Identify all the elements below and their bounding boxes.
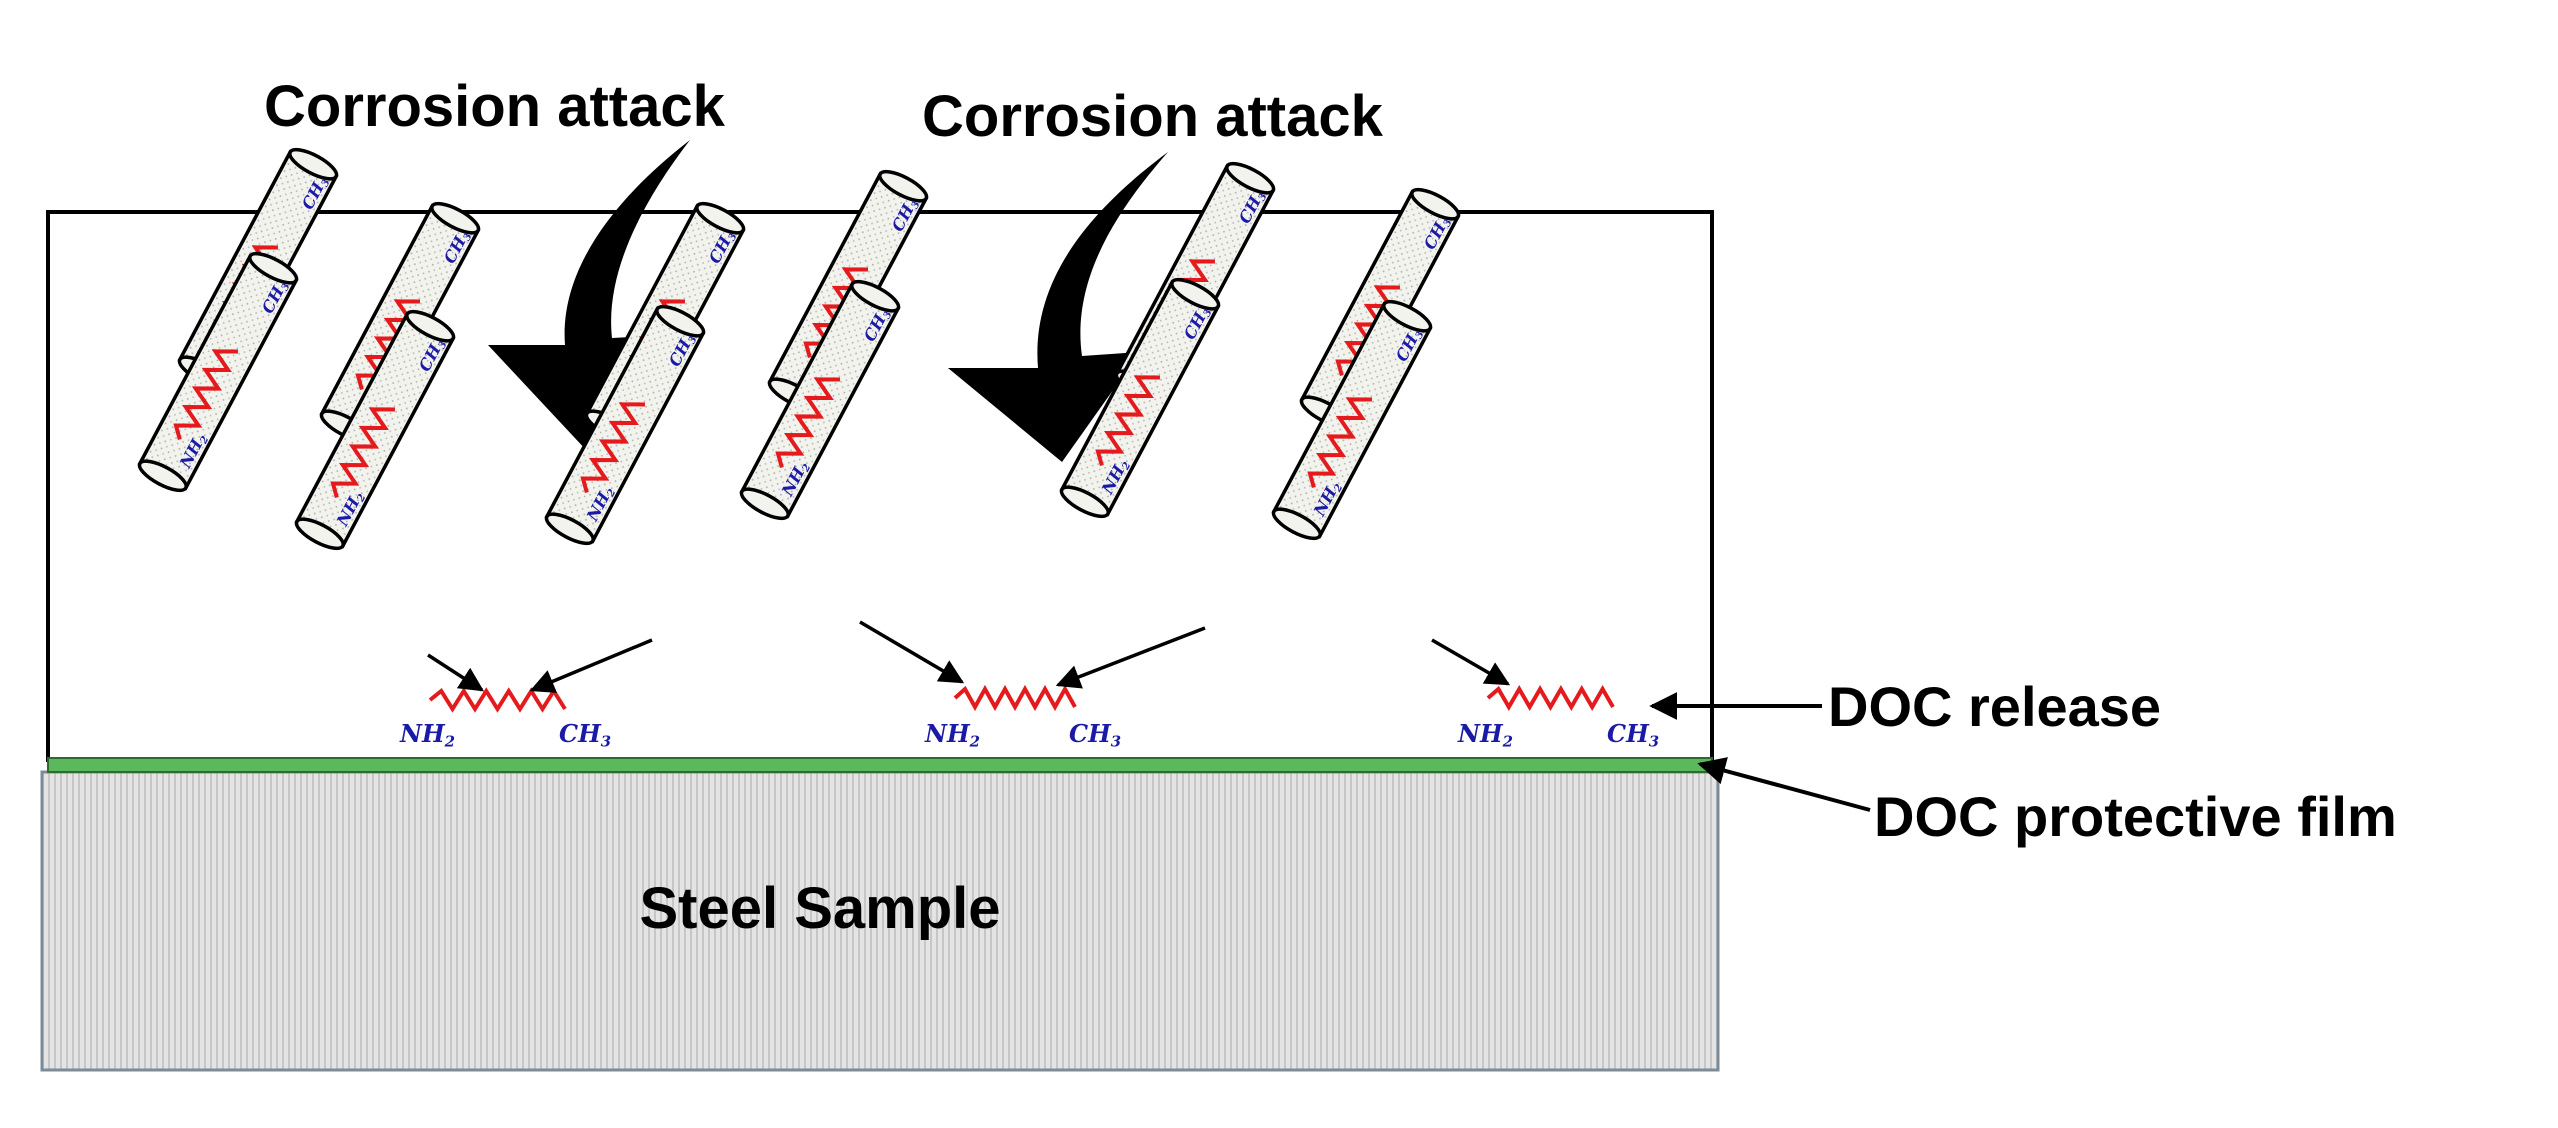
amine-group-label: NH2 <box>924 719 980 750</box>
molecule-chain <box>1486 685 1615 711</box>
corrosion-attack-label-right: Corrosion attack <box>922 84 1384 149</box>
methyl-group-label: CH3 <box>559 719 611 750</box>
doc-release-label: DOC release <box>1828 675 2161 738</box>
released-doc-molecule: NH2 CH3 <box>399 687 611 750</box>
inhibitor-chain <box>580 402 645 494</box>
inhibitor-chain <box>173 349 238 441</box>
molecule-chain <box>953 684 1077 712</box>
corrosion-attack-arrow-right <box>948 152 1168 462</box>
inhibitor-chain <box>775 377 840 469</box>
amine-group-label: NH2 <box>399 719 455 750</box>
molecule-chain <box>428 687 567 713</box>
methyl-group-label: CH3 <box>1607 719 1659 750</box>
released-doc-molecule: NH2 CH3 <box>924 684 1121 750</box>
inhibitor-chain <box>1307 397 1372 489</box>
release-arrows <box>427 620 1511 693</box>
inhibitor-chain <box>1095 375 1160 467</box>
inhibitor-chain <box>330 407 395 499</box>
doc-protective-film <box>47 757 1713 773</box>
nanotube-group: NH2CH3NH2CH3NH2CH3NH2CH3NH2CH3NH2CH3NH2C… <box>137 147 1461 551</box>
released-molecules: NH2 CH3 NH2 CH3 NH2 CH3 <box>399 684 1659 750</box>
corrosion-attack-label-left: Corrosion attack <box>264 74 726 139</box>
doc-film-pointer <box>1697 757 1871 812</box>
methyl-group-label: CH3 <box>1069 719 1121 750</box>
steel-sample-label: Steel Sample <box>639 876 1000 941</box>
amine-group-label: NH2 <box>1457 719 1513 750</box>
doc-protective-film-label: DOC protective film <box>1874 785 2397 848</box>
released-doc-molecule: NH2 CH3 <box>1457 685 1659 750</box>
